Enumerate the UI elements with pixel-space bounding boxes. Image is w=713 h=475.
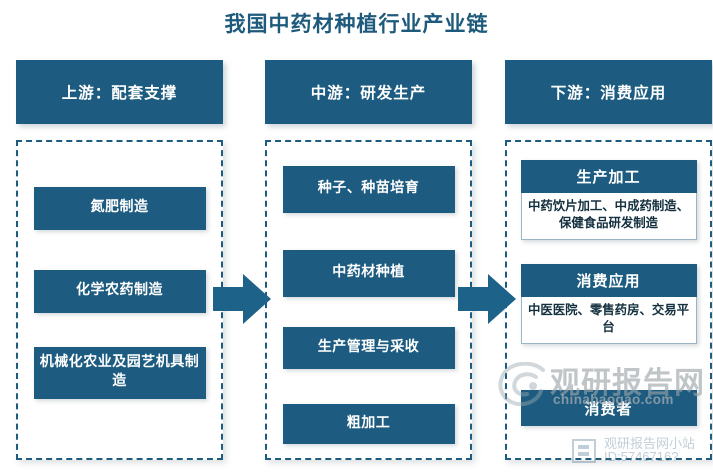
item-box: 化学农药制造 — [33, 270, 206, 313]
card-header: 消费应用 — [520, 264, 697, 297]
column-upstream: 上游：配套支撑 — [16, 60, 223, 124]
card: 生产加工 中药饮片加工、中成药制造、保健食品研发制造 — [520, 160, 697, 240]
column-header-upstream: 上游：配套支撑 — [16, 60, 223, 124]
column-header-midstream: 中游：研发生产 — [265, 60, 472, 124]
column-body-downstream: 生产加工 中药饮片加工、中成药制造、保健食品研发制造 消费应用 中医医院、零售药… — [505, 140, 712, 460]
item-box: 粗加工 — [282, 404, 455, 444]
column-body-midstream: 种子、种苗培育 中药材种植 生产管理与采收 粗加工 — [265, 140, 472, 460]
card-body: 中药饮片加工、中成药制造、保健食品研发制造 — [520, 193, 697, 240]
column-body-upstream: 氮肥制造 化学农药制造 机械化农业及园艺机具制造 — [16, 140, 223, 460]
column-downstream: 下游：消费应用 — [505, 60, 712, 124]
card-header: 生产加工 — [520, 160, 697, 193]
item-box: 种子、种苗培育 — [282, 166, 455, 213]
item-box: 生产管理与采收 — [282, 327, 455, 369]
card: 消费应用 中医医院、零售药房、交易平台 — [520, 264, 697, 344]
item-box: 消费者 — [520, 390, 697, 426]
page-title: 我国中药材种植行业产业链 — [224, 12, 489, 36]
column-header-downstream: 下游：消费应用 — [505, 60, 712, 124]
item-box: 中药材种植 — [282, 250, 455, 297]
item-box: 机械化农业及园艺机具制造 — [33, 347, 206, 399]
card-body: 中医医院、零售药房、交易平台 — [520, 297, 697, 344]
arrow-right-icon — [458, 270, 518, 328]
column-midstream: 中游：研发生产 — [265, 60, 472, 124]
item-box: 氮肥制造 — [33, 187, 206, 230]
arrow-right-icon — [213, 270, 273, 328]
